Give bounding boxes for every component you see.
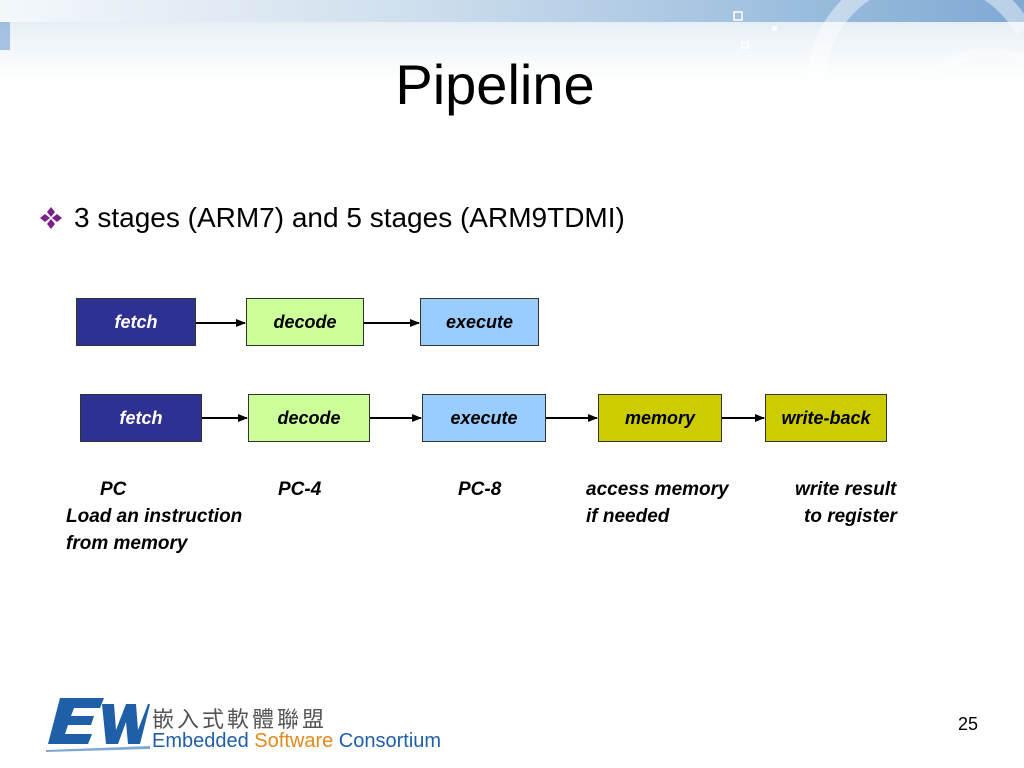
footer-word-software: Software [254, 730, 334, 752]
footer-word-consortium: Consortium [333, 730, 442, 752]
stage3-execute-box: execute [420, 298, 539, 346]
note-writeback-line1: write result [795, 479, 897, 500]
stage5-writeback-box: write-back [765, 394, 887, 442]
stage5-execute-label: execute [450, 407, 518, 428]
stage5-decode-label: decode [277, 407, 341, 428]
stage5-memory-label: memory [624, 407, 696, 428]
stage3-decode-box: decode [246, 298, 364, 346]
header-band [0, 0, 1024, 150]
stage5-decode-box: decode [248, 394, 370, 442]
note-memory-line2: if needed [586, 506, 670, 527]
stage5-writeback-label: write-back [781, 407, 871, 428]
note-execute: PC-8 [458, 479, 502, 500]
footer-english-name: Embedded Software Consortium [152, 730, 441, 753]
stage5-fetch-box: fetch [80, 394, 202, 442]
header-decoration [0, 0, 1024, 150]
slide-title: Pipeline [395, 53, 595, 116]
note-memory-line1: access memory [586, 479, 729, 500]
stage5-fetch-label: fetch [119, 407, 163, 428]
note-fetch-load: Load an instruction [66, 506, 243, 527]
diamond-bullet-icon [40, 207, 62, 229]
note-writeback-line2: to register [804, 506, 897, 527]
footer-word-embedded: Embedded [152, 730, 255, 752]
stage3-decode-label: decode [273, 311, 337, 332]
note-fetch-memory: from memory [66, 533, 188, 554]
stage3-fetch-label: fetch [114, 311, 158, 332]
note-fetch-pc: PC [100, 479, 127, 500]
esw-logo-icon [46, 698, 150, 752]
stage5-execute-box: execute [422, 394, 546, 442]
stage3-execute-label: execute [445, 311, 514, 332]
stage5-memory-box: memory [598, 394, 722, 442]
stage3-fetch-box: fetch [76, 298, 196, 346]
bullet-text: 3 stages (ARM7) and 5 stages (ARM9TDMI) [74, 202, 625, 233]
bullet-item: 3 stages (ARM7) and 5 stages (ARM9TDMI) [38, 198, 625, 238]
note-decode: PC-4 [278, 479, 322, 500]
footer-chinese-name: 嵌入式軟體聯盟 [152, 707, 328, 732]
page-number: 25 [957, 714, 978, 734]
top-strip [0, 0, 1024, 22]
